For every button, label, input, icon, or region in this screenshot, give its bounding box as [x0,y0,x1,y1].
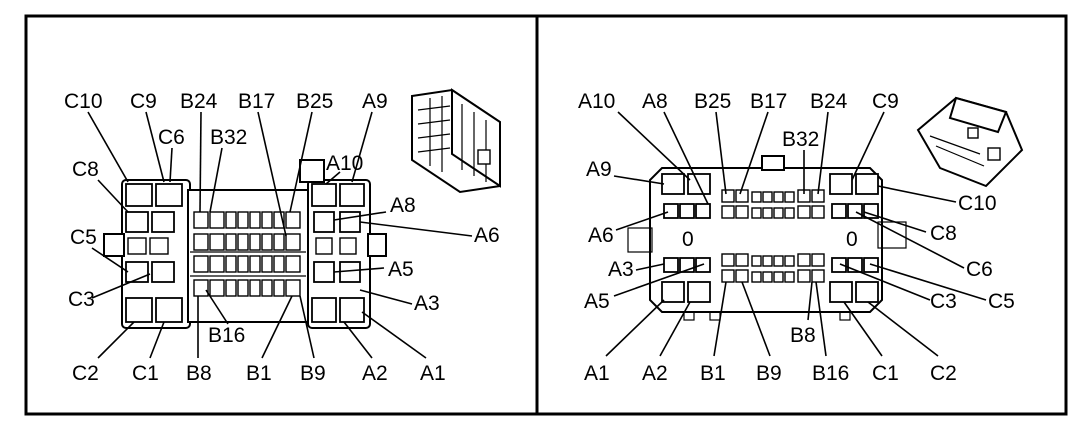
label-a1: A1 [420,362,446,385]
label-b24: B24 [810,90,848,113]
label-b17: B17 [750,90,787,113]
left-b-cavities [190,211,306,297]
label-a3: A3 [414,292,440,315]
label-b25: B25 [694,90,731,113]
right-c-cavities [829,173,879,303]
label-b24: B24 [180,90,218,113]
label-b16: B16 [812,362,849,385]
label-a10: A10 [326,152,363,175]
label-b17: B17 [238,90,275,113]
label-a5: A5 [388,258,414,281]
label-c6: C6 [966,258,993,281]
left-c-cavities [125,183,183,323]
label-a3: A3 [608,258,634,281]
label-a8: A8 [642,90,668,113]
label-b8: B8 [186,362,212,385]
label-a9: A9 [586,158,612,181]
label-a1: A1 [584,362,610,385]
left-panel: C10 C9 B24 B17 B25 A9 C6 B32 A10 C8 A8 C… [64,88,501,385]
label-zero-left: 0 [682,228,694,251]
label-c3: C3 [930,290,957,313]
label-b9: B9 [756,362,782,385]
label-b1: B1 [700,362,726,385]
right-a-cavities [661,173,711,303]
label-a6: A6 [474,224,500,247]
right-panel: A10 A8 B25 B17 B24 C9 B32 A9 C10 A6 C8 0… [578,90,1024,385]
label-b9: B9 [300,362,326,385]
label-zero-right: 0 [846,228,858,251]
label-c2: C2 [930,362,957,385]
label-c9: C9 [130,90,157,113]
right-leader-lines [605,111,987,357]
label-c10: C10 [64,90,103,113]
label-b8: B8 [790,324,816,347]
left-connector-3d-icon [411,88,501,194]
label-b25: B25 [296,90,333,113]
label-b32: B32 [782,128,819,151]
label-b32: B32 [210,126,247,149]
label-a2: A2 [642,362,668,385]
label-b1: B1 [246,362,272,385]
label-c9: C9 [872,90,899,113]
label-c8: C8 [930,222,957,245]
right-b-cavities [721,189,825,283]
label-c8: C8 [72,158,99,181]
label-c10: C10 [958,192,997,215]
label-a6: A6 [588,224,614,247]
label-c6: C6 [158,126,185,149]
label-c2: C2 [72,362,99,385]
label-a5: A5 [584,290,610,313]
right-connector-3d-icon [916,96,1024,188]
label-a8: A8 [390,194,416,217]
label-a10: A10 [578,90,615,113]
left-leader-lines [87,111,473,359]
label-c5: C5 [988,290,1015,313]
outer-frame [24,14,1068,416]
right-labels: A10 A8 B25 B17 B24 C9 B32 A9 C10 A6 C8 0… [578,90,1015,385]
label-c5: C5 [70,226,97,249]
label-c1: C1 [132,362,159,385]
label-a2: A2 [362,362,388,385]
left-labels: C10 C9 B24 B17 B25 A9 C6 B32 A10 C8 A8 C… [64,90,500,385]
label-c1: C1 [872,362,899,385]
label-b16: B16 [208,324,245,347]
label-a9: A9 [362,90,388,113]
label-c3: C3 [68,288,95,311]
